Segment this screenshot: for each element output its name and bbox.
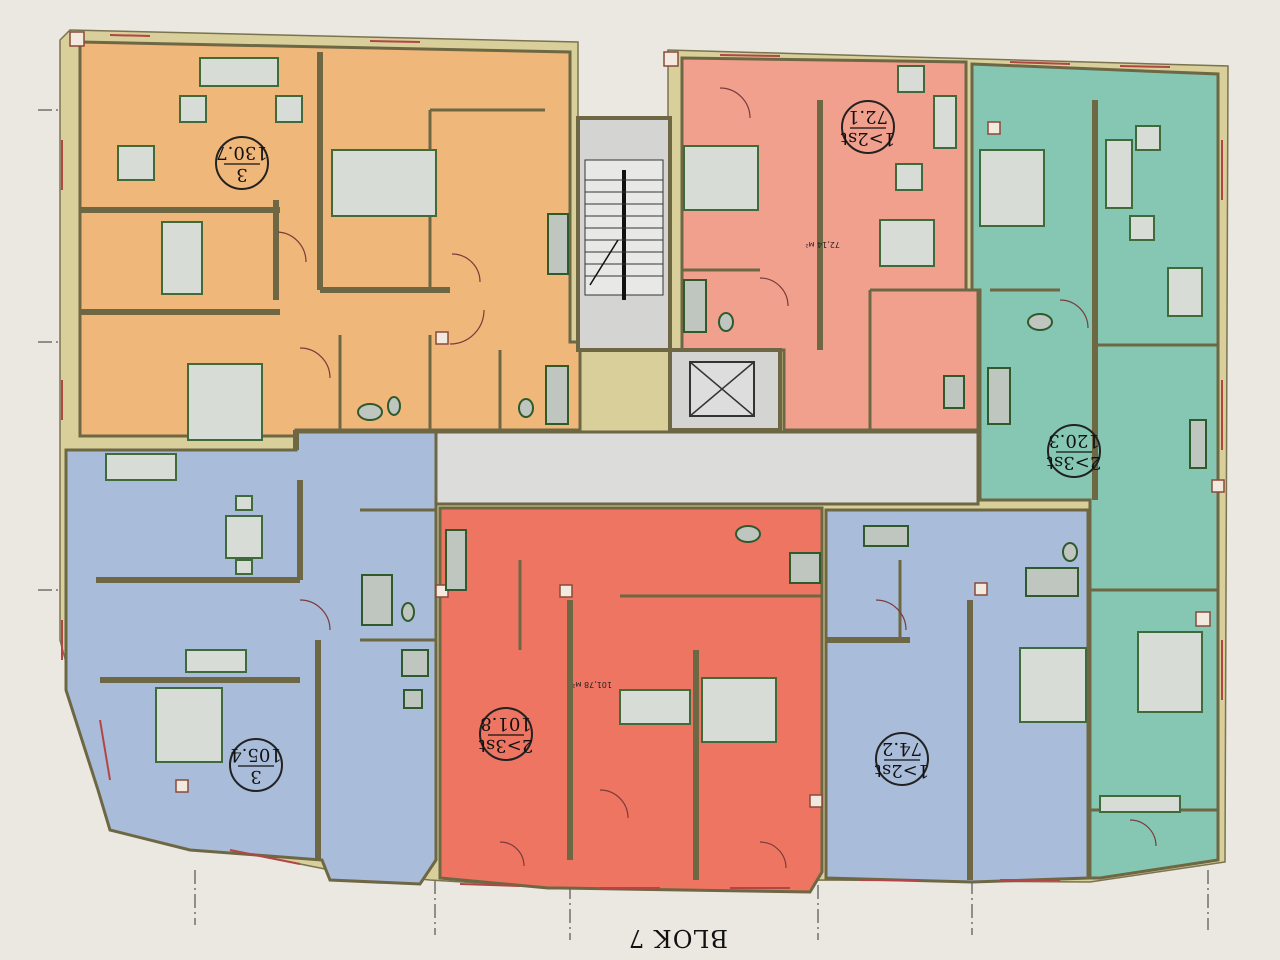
- unit-rooms-orange: 3: [236, 164, 247, 185]
- unit-rooms-pink: 1>2st: [840, 128, 895, 149]
- unit-rooms-teal: 2>3st: [1046, 452, 1101, 473]
- area-note-pink: 72,14 м²: [805, 240, 840, 249]
- bathroom-fixtures: [357, 213, 1207, 709]
- unit-label-blue-left: 3 105.4: [229, 738, 283, 792]
- unit-label-pink: 1>2st 72.1: [840, 100, 895, 154]
- unit-area-pink: 72.1: [848, 106, 888, 127]
- unit-rooms-blue-left: 3: [250, 766, 261, 787]
- block-title: BLOK 7: [628, 924, 728, 952]
- corridor: [434, 430, 980, 506]
- unit-area-blue-right: 74.2: [882, 738, 922, 759]
- furniture: [105, 57, 1203, 813]
- interior-walls: [80, 52, 1218, 880]
- doors: [277, 87, 1157, 869]
- unit-label-red: 2>3st 101.8: [478, 707, 533, 761]
- beds: [155, 145, 1203, 763]
- apartment-orange[interactable]: [78, 40, 582, 438]
- unit-label-orange: 3 130.7: [215, 136, 269, 190]
- unit-label-blue-right: 1>2st 74.2: [874, 732, 929, 786]
- area-note-red: 101,78 м²: [572, 680, 612, 689]
- unit-area-blue-left: 105.4: [230, 744, 282, 765]
- unit-rooms-red: 2>3st: [478, 735, 533, 756]
- unit-rooms-blue-right: 1>2st: [874, 760, 929, 781]
- columns: [69, 31, 1225, 808]
- unit-label-teal: 2>3st 120.3: [1046, 424, 1101, 478]
- unit-area-teal: 120.3: [1048, 430, 1100, 451]
- staircase: [584, 159, 664, 300]
- elevator: [689, 361, 755, 417]
- unit-area-red: 101.8: [480, 713, 532, 734]
- unit-area-orange: 130.7: [216, 142, 268, 163]
- windows: [61, 34, 1223, 889]
